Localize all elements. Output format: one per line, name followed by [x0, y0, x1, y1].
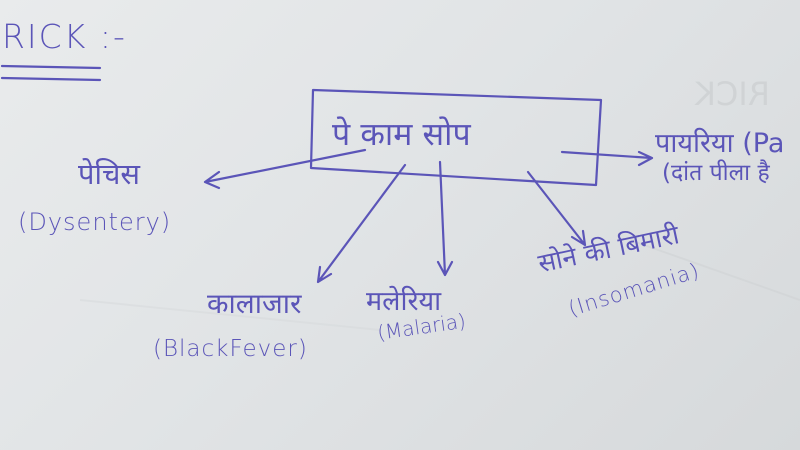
branch-kalazar-hindi: कालाजार — [207, 287, 302, 320]
branch-kalazar-english: (BlackFever) — [153, 336, 308, 362]
branch-pyorrhea-hindi: पायरिया (Pa — [655, 128, 785, 159]
branch-dysentery-hindi: पेचिस — [78, 157, 141, 191]
branch-dysentery-english: (Dysentery) — [18, 208, 172, 236]
svg-text:RICK: RICK — [694, 75, 770, 113]
arrow-to-malaria — [436, 160, 454, 277]
heading-underline-1 — [0, 64, 102, 70]
branch-malaria-hindi: मलेरिया — [366, 286, 442, 317]
arrow-to-dysentery — [203, 148, 367, 190]
heading-underline-2 — [0, 76, 102, 82]
arrow-to-pyorrhea — [560, 150, 654, 167]
branch-pyorrhea-note: (दांत पीला है — [662, 160, 770, 186]
arrow-to-insomnia — [526, 170, 587, 247]
center-box-text: पे काम सोप — [332, 115, 471, 153]
arrow-to-kalazar — [316, 163, 407, 284]
heading: RICK :- — [2, 17, 127, 56]
center-box — [309, 88, 603, 187]
